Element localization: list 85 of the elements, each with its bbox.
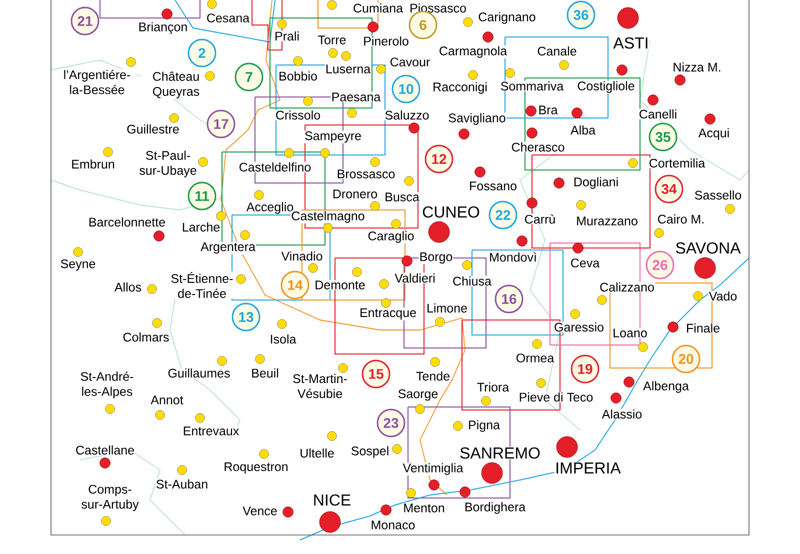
place-name: Guillestre [126,124,180,134]
place-name: Racconigi [432,82,488,94]
sheet-number-badge: 17 [206,110,236,138]
place-name: Acqui [698,128,730,140]
place-name: Sospel [350,446,390,458]
place-name: Comps-sur-Artuby [78,484,142,512]
sheet-number-badge: 11 [188,182,216,210]
place-name: Valdieri [394,272,436,284]
place-name: Roquestron [223,462,289,474]
place-name: Vence [242,506,278,516]
sheet-number-badge: 34 [654,174,684,204]
sheet-number-badge: 19 [570,354,600,384]
place-name: Bra [538,105,558,115]
place-name: Mondovì [488,252,538,262]
place-name: Torre [317,35,347,45]
sheet-number-badge: 20 [672,344,700,374]
sheet-number-badge: 7 [234,62,264,92]
place-name: Castelmagno [290,210,366,224]
place-name: Saluzzo [384,110,430,120]
place-name: NICE [312,494,352,506]
sheet-number-badge: 15 [362,360,390,388]
place-name: Pigna [467,420,501,432]
sheet-number-badge: 22 [488,200,518,230]
place-name: Entrevaux [182,426,240,436]
sheet-number-badge: 16 [494,284,524,314]
place-name: Paesana [330,92,382,102]
place-name: St-Étienne-de-Tinée [167,271,237,299]
place-name: Ventimiglia [402,462,464,476]
place-name: Bordighera [464,502,526,514]
place-name: Embrun [70,158,116,170]
place-name: Carrù [524,214,556,224]
sheet-number-badge: 12 [424,144,454,174]
place-name: Ultelle [299,448,335,458]
sheet-number-badge: 14 [280,270,310,300]
place-name: Briançon [138,22,188,34]
place-name: Savigliano [448,112,506,126]
place-name: Entracque [358,308,418,320]
place-name: Annot [150,395,184,405]
place-name: Sampeyre [304,130,362,144]
sheet-number-badge: 23 [376,408,406,438]
place-name: Dogliani [572,176,620,190]
place-name: Carmagnola [438,46,508,58]
place-name: Seyne [60,258,96,272]
place-name: Nizza M. [672,62,722,72]
place-name: CUNEO [422,206,480,218]
place-name: Guillaumes [167,368,231,378]
place-name: l’Argentiére-la-Bessée [58,69,136,95]
place-name: Menton [402,503,446,513]
place-name: Loano [612,328,648,338]
sheet-number-badge: 21 [70,6,100,36]
place-name: Borgo [418,252,454,264]
place-name: Busca [384,192,420,202]
sheet-number-badge: 35 [648,122,678,152]
place-name: ASTI [612,36,650,50]
place-name: Carignano [478,12,536,24]
place-name: SANREMO [458,446,542,460]
place-name: Costigliole [576,80,636,94]
place-name: Pieve di Teco [518,392,594,402]
sheet-number-badge: 26 [646,250,674,280]
place-name: Argentera [200,242,256,254]
place-name: Luserna [324,64,372,74]
place-name: Fossano [468,181,518,191]
sheet-number-badge: 10 [392,74,420,104]
place-name: St-André-les-Alpes [75,371,139,399]
place-name: Demonte [314,280,366,290]
place-name: St-Paul-sur-Ubaye [136,150,200,178]
place-name: Cherasco [510,142,566,152]
place-name: SAVONA [674,242,742,254]
sheet-number-badge: 13 [232,302,260,332]
place-name: St-Martin-Vésubie [288,373,352,399]
place-name: Saorge [397,388,439,402]
sheet-number-badge: 2 [188,38,216,68]
place-name: Beuil [250,368,280,378]
place-name: Isola [269,334,297,344]
place-name: Brossasco [336,169,396,179]
place-name: Monaco [370,520,416,530]
place-name: Canale [536,46,578,56]
place-name: IMPERIA [554,462,622,474]
place-name: Murazzano [576,216,639,226]
place-name: Caraglio [367,230,415,244]
place-name: Dronero [332,189,378,199]
place-name: Colmars [122,332,170,342]
sheet-number-badge: 36 [566,0,596,30]
place-name: Château Queyras [141,71,211,99]
place-name: Albenga [642,380,690,394]
